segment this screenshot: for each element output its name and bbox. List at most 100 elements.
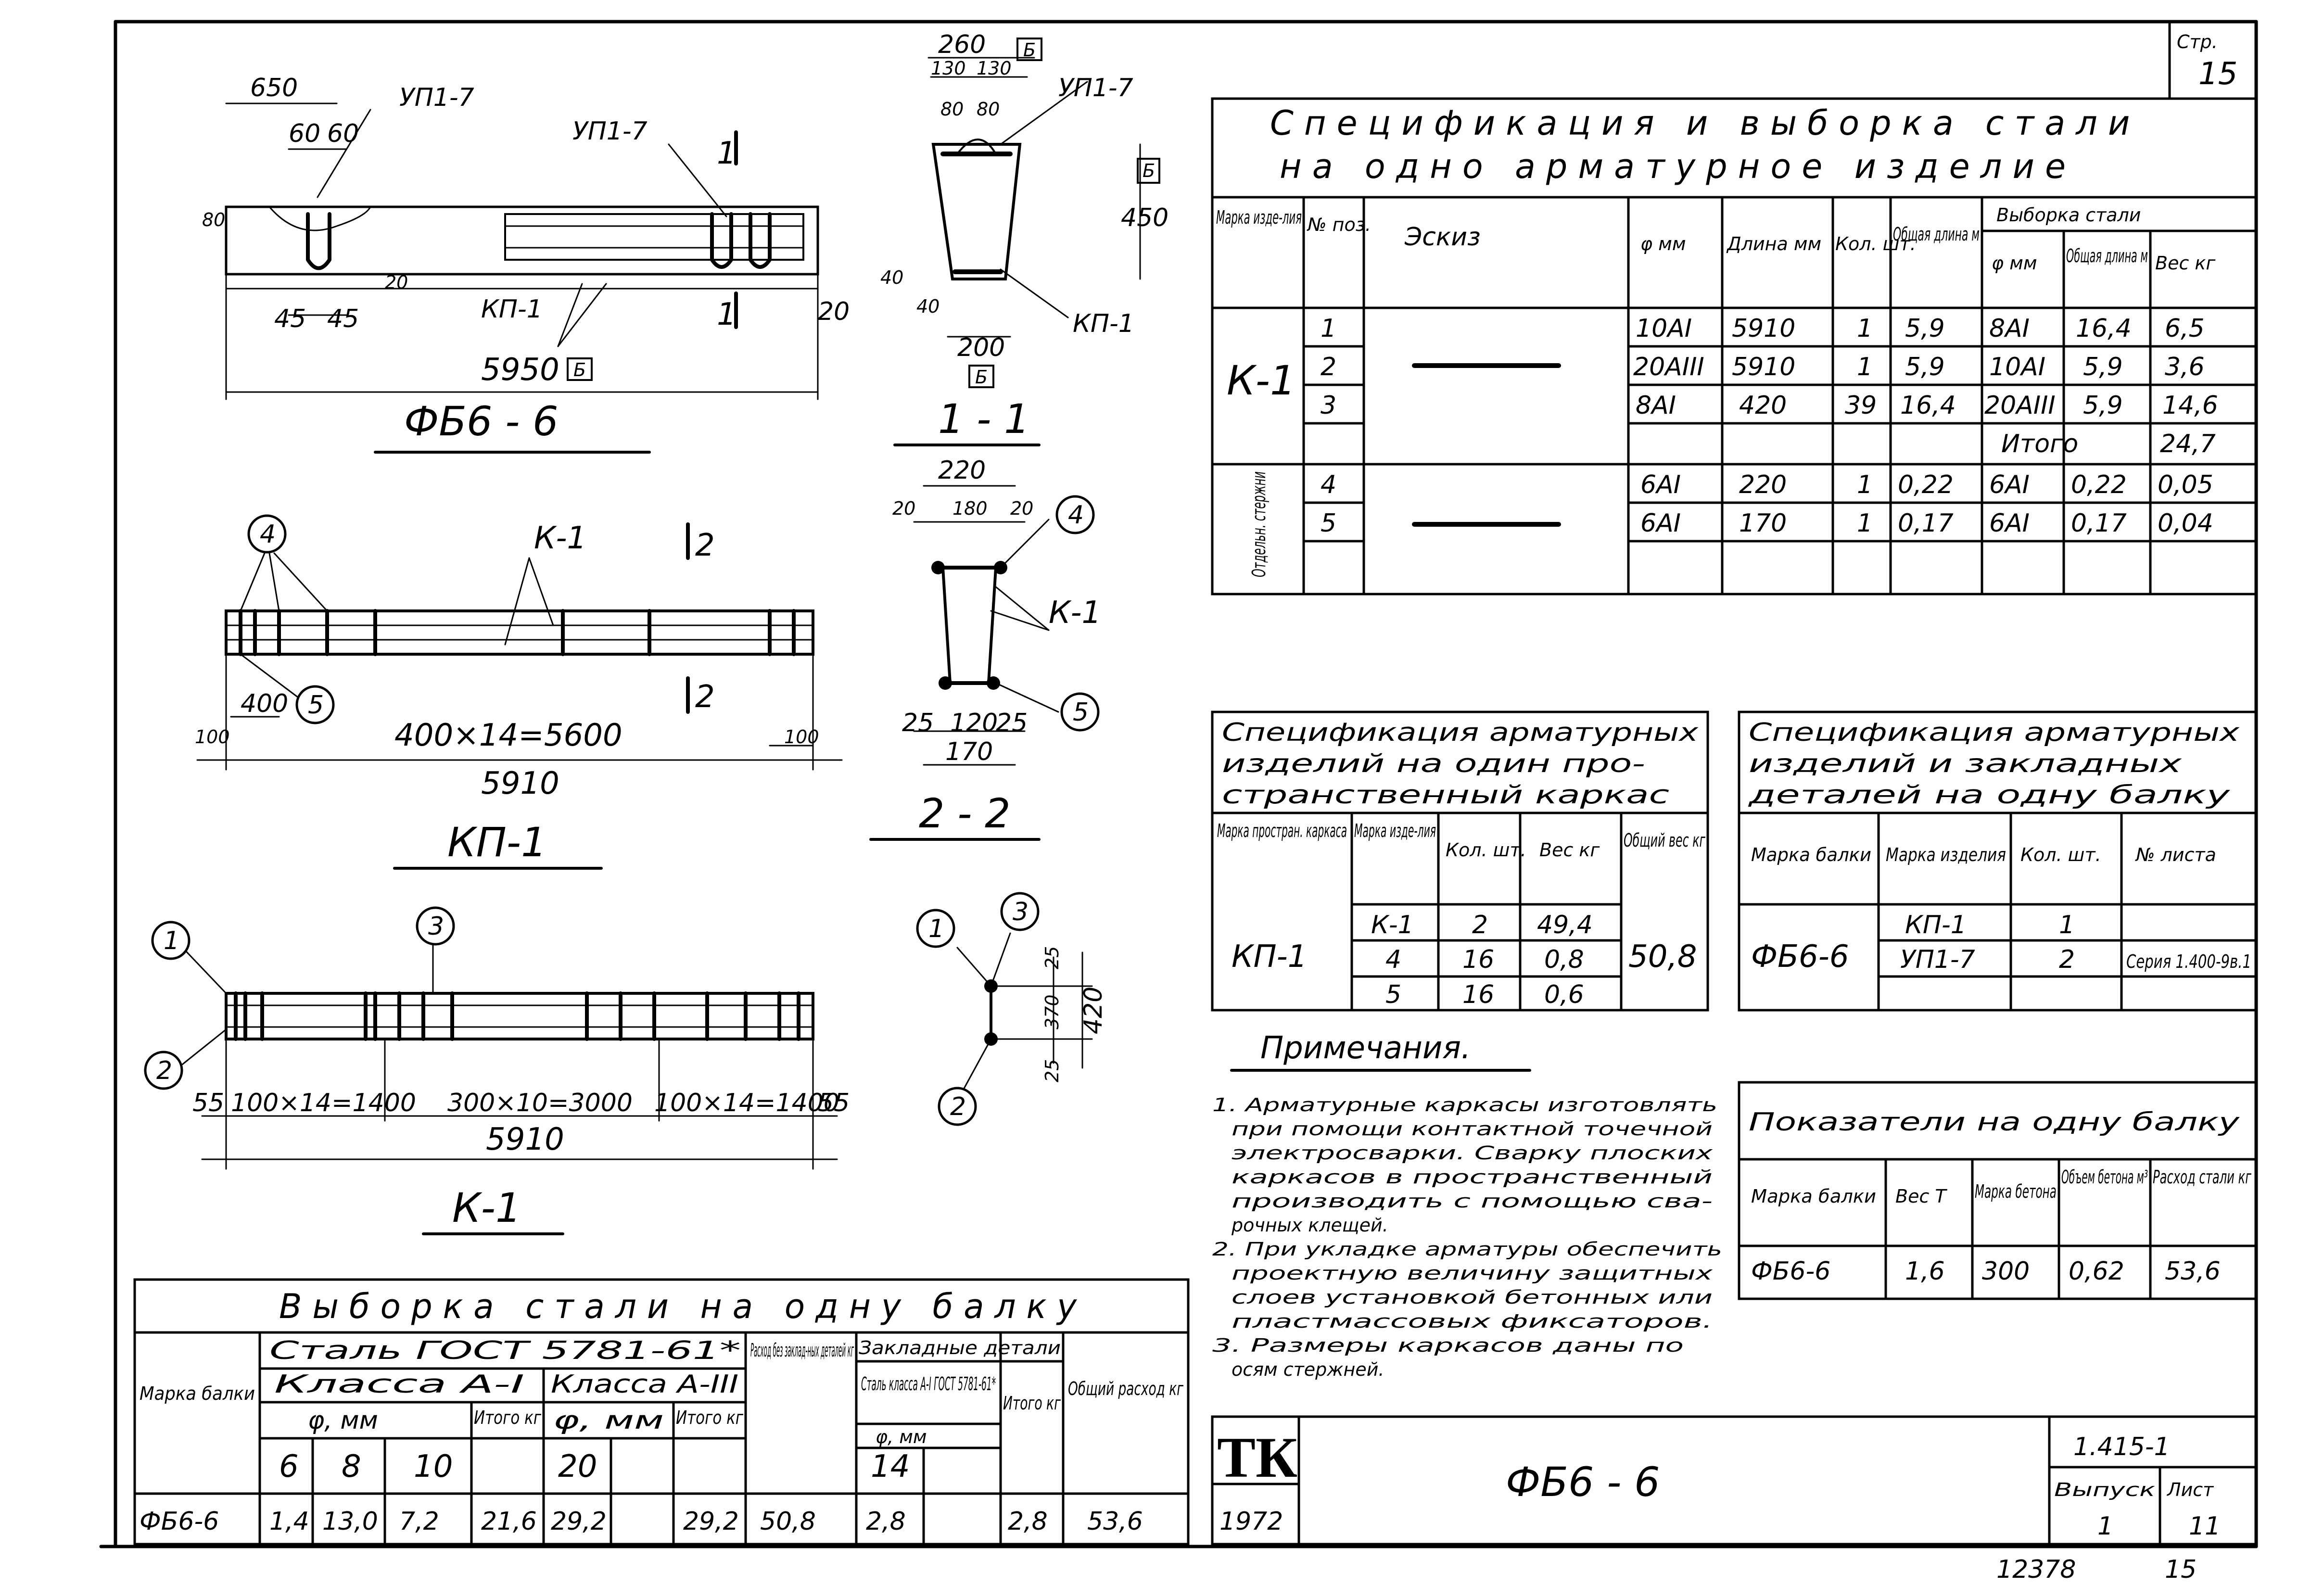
- note-line: рочных клещей.: [1231, 1215, 1388, 1236]
- indicators-title: Показатели на одну балку: [1749, 1108, 2240, 1137]
- beam-view-title: ФБ6 - 6: [404, 398, 559, 445]
- spec-frame-h3: Кол. шт.: [1446, 839, 1526, 861]
- selection-h-cls1: Класса А-I: [274, 1370, 524, 1399]
- title-block: [1211, 1415, 2258, 1546]
- s22-label-k1: К-1: [1049, 595, 1101, 631]
- spec-frame-row3-item: 5: [1385, 980, 1401, 1009]
- note-line: 2. При укладке арматуры обеспечить: [1212, 1239, 1722, 1260]
- spec-frame-h2: Марка изде-лия: [1354, 820, 1436, 841]
- note-line: электросварки. Сварку плоских: [1232, 1142, 1713, 1164]
- len: 420: [1739, 391, 1787, 420]
- note-line: при помощи контактной точечной: [1232, 1118, 1713, 1140]
- indicators-volume: 0,62: [2069, 1257, 2124, 1286]
- indicators-table: [1738, 1081, 2258, 1300]
- len: 5910: [1732, 314, 1795, 343]
- len: 220: [1739, 470, 1787, 499]
- s22-dim-20b: 20: [1010, 498, 1033, 519]
- kp1-pos5: 5: [308, 691, 324, 720]
- pos: 3: [1321, 391, 1336, 420]
- s11-dim-260: 260: [938, 30, 986, 59]
- s11-label-up: УП1-7: [1058, 74, 1133, 102]
- k1-pos3: 3: [428, 912, 444, 941]
- qty: 1: [1857, 314, 1873, 343]
- spec-frame-row1-item: К-1: [1371, 911, 1414, 939]
- spec-frame-row2-qty: 16: [1462, 945, 1494, 974]
- k1-dim-total: 5910: [486, 1122, 564, 1157]
- beam-dim-20a: 20: [385, 272, 408, 293]
- pos: 1: [1321, 314, 1336, 343]
- spec-beam-h3: Кол. шт.: [2020, 844, 2101, 865]
- sw: 14,6: [2162, 391, 2218, 420]
- sdia: 6АI: [1989, 470, 2030, 499]
- sel-et: 2,8: [1008, 1507, 1048, 1536]
- spec-main-table: [1211, 97, 2258, 596]
- s11-dim-130b: 130: [977, 58, 1012, 79]
- tot: 5,9: [1905, 353, 1945, 381]
- s22-dim-120: 120: [950, 709, 998, 737]
- slen: 0,22: [2071, 470, 2127, 499]
- beam-dim-45b: 45: [327, 304, 359, 333]
- beam-label-up-right: УП1-7: [572, 117, 648, 146]
- len: 170: [1739, 509, 1787, 538]
- selection-h-dia3: φ, мм: [553, 1406, 664, 1435]
- spec-main-h-sel-len: Общая длина м: [2066, 245, 2148, 266]
- selection-h-emb-dia: φ, мм: [876, 1426, 927, 1447]
- sw: 0,04: [2158, 509, 2213, 538]
- qty: 1: [1857, 353, 1873, 381]
- spec-main-row-1: 1 10АI 5910 1 5,9 8АI 16,4 6,5: [1321, 314, 2205, 343]
- k1-pos2: 2: [156, 1056, 172, 1085]
- qty: 1: [1857, 470, 1873, 499]
- note-line: производить с помощью сва-: [1232, 1191, 1713, 1212]
- selection-h-steel: Сталь ГОСТ 5781-61*: [269, 1336, 741, 1365]
- s22-dim-25b: 25: [996, 709, 1028, 737]
- spec-frame-h4: Вес кг: [1539, 839, 1600, 861]
- tot: 0,17: [1898, 509, 1954, 538]
- title-sheet-label: Лист: [2166, 1479, 2214, 1500]
- spec-main-row-4: 4 6АI 220 1 0,22 6АI 0,22 0,05: [1321, 470, 2213, 499]
- s11-dim-40b: 40: [916, 296, 940, 317]
- dia: 10АI: [1636, 314, 1692, 343]
- spec-main-title-2: на одно арматурное изделие: [1280, 147, 2076, 186]
- title-series: 1.415-1: [2073, 1433, 2170, 1461]
- s11-tag-top: Б: [1023, 39, 1036, 61]
- spec-frame-row3-w: 0,6: [1544, 980, 1584, 1009]
- beam-cut-1-top: 1: [717, 136, 737, 171]
- spec-beam-mark: ФБ6-6: [1751, 939, 1849, 975]
- note-line: каркасов в пространственный: [1232, 1167, 1713, 1188]
- sdia: 10АI: [1989, 353, 2045, 381]
- spec-beam-h1: Марка балки: [1751, 844, 1871, 865]
- k1-dim-pitch-b: 300×10=3000: [447, 1089, 633, 1117]
- len: 5910: [1732, 353, 1795, 381]
- spec-main-row-2: 2 20АIII 5910 1 5,9 10АI 5,9 3,6: [1321, 353, 2205, 381]
- k1-dim-55b: 55: [818, 1089, 850, 1117]
- s22-pos4: 4: [1068, 501, 1084, 530]
- beam-tag: Б: [573, 359, 586, 380]
- notes-body: 1. Арматурные каркасы изготовлять при по…: [1212, 1094, 1722, 1380]
- spec-frame-row2-w: 0,8: [1544, 945, 1584, 974]
- sw: 0,05: [2158, 470, 2213, 499]
- s22-dim-220: 220: [938, 456, 986, 485]
- k1s-dim-420: 420: [1079, 987, 1108, 1034]
- k1-dim-55a: 55: [192, 1089, 224, 1117]
- selection-h-tot3: Итого кг: [676, 1407, 744, 1428]
- sel-e14: 2,8: [866, 1507, 906, 1536]
- sel-total: 53,6: [1087, 1507, 1143, 1536]
- selection-h-tot1: Итого кг: [474, 1407, 542, 1428]
- spec-beam-row2-qty: 2: [2059, 945, 2075, 974]
- indicators-weight: 1,6: [1905, 1257, 1945, 1286]
- k1s-pos1: 1: [928, 914, 944, 943]
- spec-main-h-qty: Кол. шт.: [1835, 233, 1916, 254]
- k1-pos1: 1: [164, 926, 179, 955]
- k1-section: [956, 932, 1093, 1093]
- s11-dim-130a: 130: [931, 58, 966, 79]
- indicators-h3: Марка бетона: [1975, 1181, 2057, 1202]
- pos: 5: [1321, 509, 1336, 538]
- tot: 0,22: [1898, 470, 1954, 499]
- note-line: проектную величину защитных: [1232, 1263, 1713, 1284]
- k1s-dim-370: 370: [1041, 994, 1063, 1029]
- note-line: пластмассовых фиксаторов.: [1232, 1311, 1713, 1332]
- notes-title: Примечания.: [1260, 1030, 1471, 1066]
- s22-dim-180: 180: [952, 498, 988, 519]
- kp1-dim-400: 400: [241, 689, 288, 718]
- sw: 6,5: [2165, 314, 2205, 343]
